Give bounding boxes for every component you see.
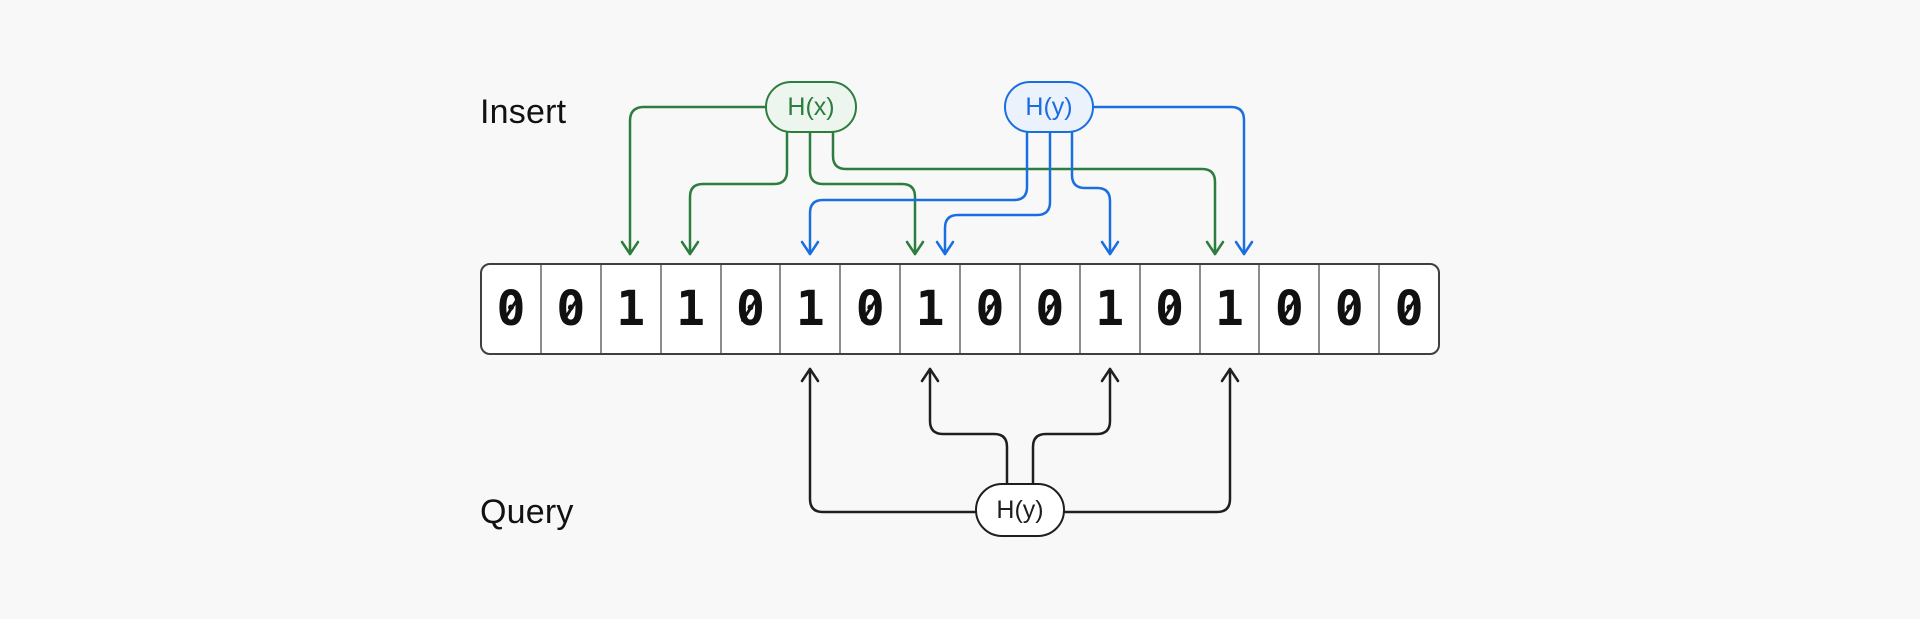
query-wire-cell-10 <box>1031 367 1112 485</box>
bit-cell: 0 <box>841 265 902 353</box>
bit-value: 1 <box>795 281 825 337</box>
bit-cell: 0 <box>1320 265 1381 353</box>
query-label: Query <box>480 493 574 531</box>
bit-cell: 0 <box>482 265 542 353</box>
bit-cell: 1 <box>1201 265 1261 353</box>
bit-value: 1 <box>915 281 945 337</box>
hash-node-hy-insert: H(y) <box>1004 81 1094 133</box>
hash-node-hy-insert-label: H(y) <box>1025 92 1073 121</box>
query-wire-cell-12 <box>1063 367 1232 514</box>
query-wire-cell-5 <box>808 367 977 514</box>
bit-value: 0 <box>735 281 765 337</box>
query-arrowhead-cell-10 <box>1100 367 1120 383</box>
bit-value: 0 <box>975 281 1005 337</box>
bit-value: 1 <box>676 281 706 337</box>
bit-cell: 1 <box>662 265 722 353</box>
bit-value: 1 <box>616 281 646 337</box>
hx-wire-cell-7 <box>808 131 917 256</box>
hx-arrowhead-cell-2 <box>620 240 640 256</box>
query-arrowhead-cell-5 <box>800 367 820 383</box>
query-arrowhead-cell-12 <box>1220 367 1240 383</box>
hy-arrowhead-cell-12 <box>1234 240 1254 256</box>
bit-cell: 1 <box>781 265 842 353</box>
hx-arrowhead-cell-7 <box>905 240 925 256</box>
hy-wire-cell-10 <box>1070 131 1112 256</box>
bit-value: 0 <box>855 281 885 337</box>
query-arrowhead-cell-7 <box>920 367 940 383</box>
bit-cell: 1 <box>1081 265 1141 353</box>
hy-arrowhead-cell-7 <box>935 240 955 256</box>
insert-label: Insert <box>480 93 567 131</box>
bit-cell: 0 <box>722 265 782 353</box>
hy-wire-cell-5 <box>808 131 1029 256</box>
hy-arrowhead-cell-5 <box>800 240 820 256</box>
hash-node-hy-query: H(y) <box>975 483 1065 537</box>
hx-wire-cell-2 <box>628 105 767 256</box>
hx-wire-cell-3 <box>688 131 789 256</box>
bit-value: 0 <box>1035 281 1065 337</box>
hash-node-hy-query-label: H(y) <box>996 495 1044 524</box>
bit-cell: 0 <box>542 265 602 353</box>
hy-wire-cell-7 <box>943 131 1052 256</box>
query-wire-cell-7 <box>928 367 1009 485</box>
bit-value: 0 <box>1394 281 1424 337</box>
bit-value: 0 <box>1155 281 1185 337</box>
hx-arrowhead-cell-12 <box>1205 240 1225 256</box>
bit-value: 0 <box>1334 281 1364 337</box>
bit-cell: 0 <box>1021 265 1081 353</box>
bit-cell: 0 <box>1380 265 1438 353</box>
bit-cell: 0 <box>961 265 1021 353</box>
hy-wire-cell-12 <box>1092 105 1246 256</box>
bit-cell: 0 <box>1141 265 1201 353</box>
hash-node-hx-label: H(x) <box>787 92 835 121</box>
bit-value: 0 <box>1274 281 1304 337</box>
bit-value: 0 <box>496 281 526 337</box>
hx-arrowhead-cell-3 <box>680 240 700 256</box>
hx-wire-cell-12 <box>831 131 1217 256</box>
hy-arrowhead-cell-10 <box>1100 240 1120 256</box>
bit-value: 1 <box>1095 281 1125 337</box>
bit-cell: 1 <box>602 265 662 353</box>
bit-value: 1 <box>1214 281 1244 337</box>
bit-cell: 1 <box>901 265 961 353</box>
bit-value: 0 <box>556 281 586 337</box>
hash-node-hx: H(x) <box>765 81 857 133</box>
bit-cell: 0 <box>1260 265 1321 353</box>
